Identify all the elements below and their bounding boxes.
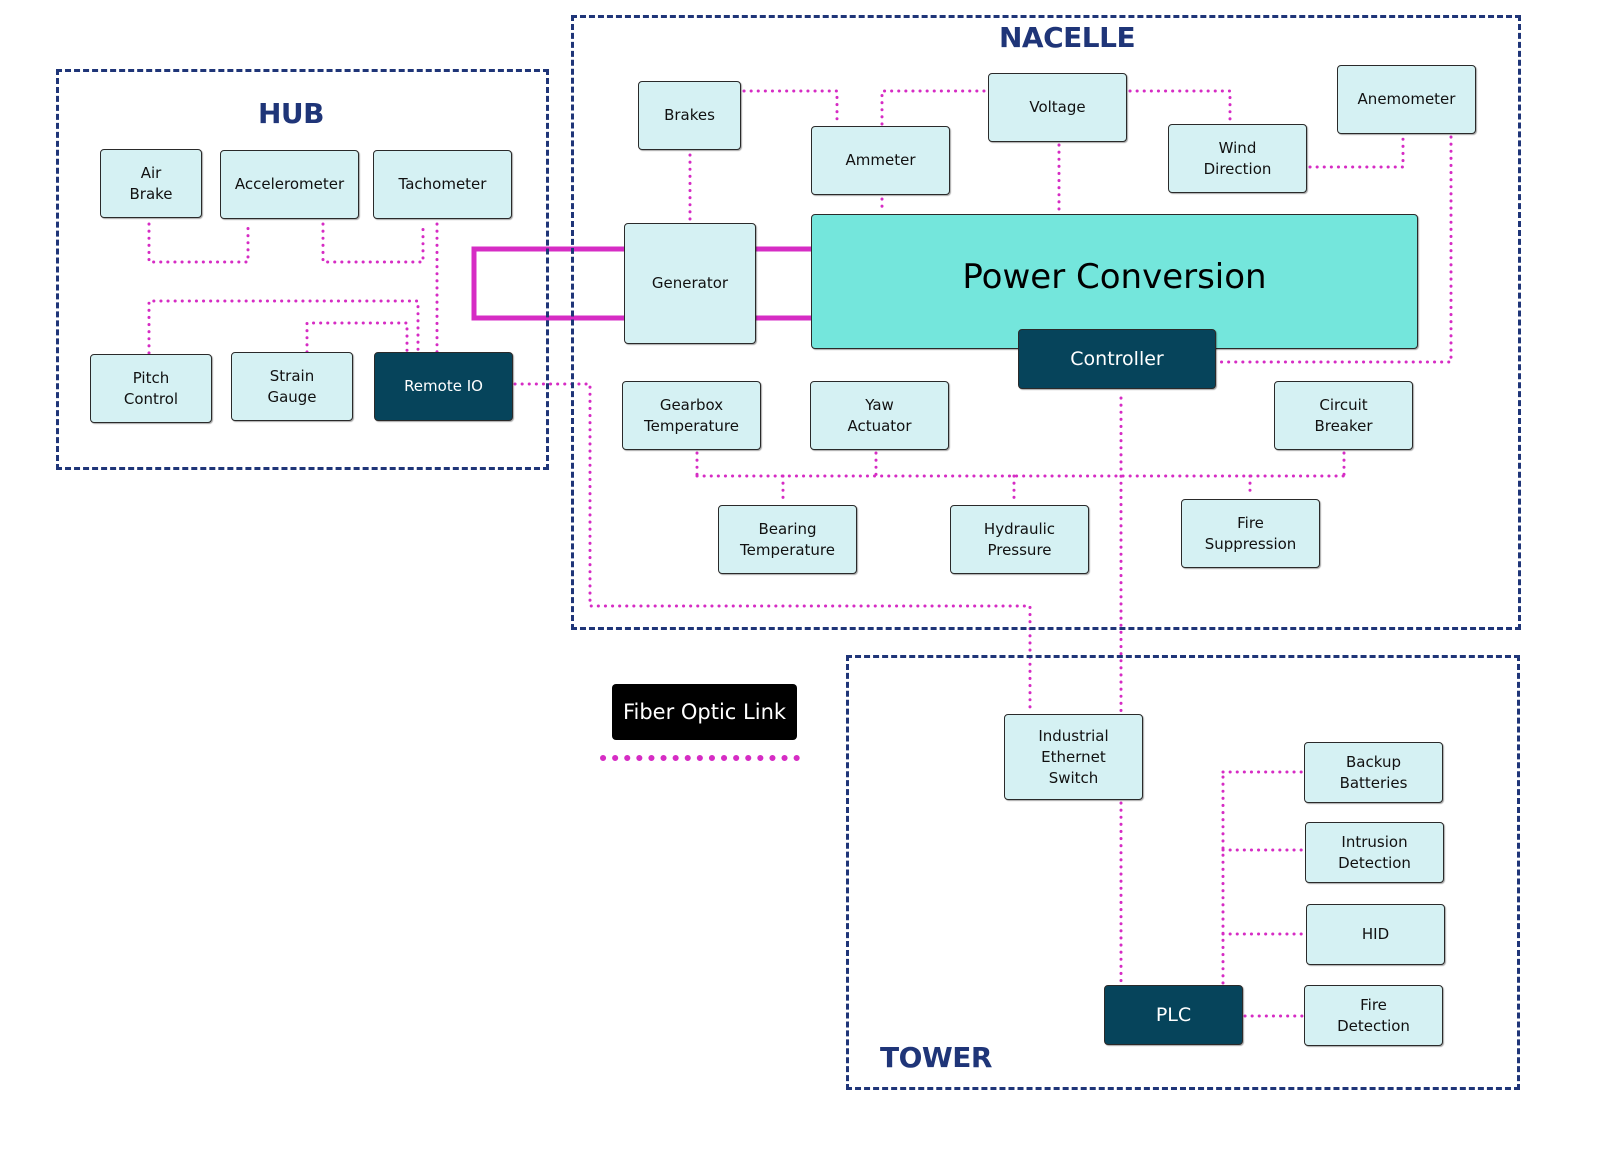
node-voltage[interactable]: Voltage: [988, 73, 1127, 142]
node-fire-suppression[interactable]: Fire Suppression: [1181, 499, 1320, 568]
power-loop: [471, 246, 625, 321]
node-strain-gauge[interactable]: Strain Gauge: [231, 352, 353, 421]
node-power-conversion[interactable]: Power Conversion: [811, 214, 1418, 349]
node-air-brake[interactable]: Air Brake: [100, 149, 202, 218]
node-pitch-control[interactable]: Pitch Control: [90, 354, 212, 423]
node-plc[interactable]: PLC: [1104, 985, 1243, 1045]
link-brakes-ammeter: [742, 89, 839, 126]
node-remote-io[interactable]: Remote IO: [374, 352, 513, 421]
hub-title: HUB: [258, 97, 325, 130]
node-brakes[interactable]: Brakes: [638, 81, 741, 150]
node-hid[interactable]: HID: [1306, 904, 1445, 965]
link-pitch-remoteio: [147, 299, 420, 355]
node-controller[interactable]: Controller: [1018, 329, 1216, 389]
node-backup-batteries[interactable]: Backup Batteries: [1304, 742, 1443, 803]
nacelle-zone: [571, 15, 1521, 630]
hub-zone: [56, 69, 549, 470]
node-accelerometer[interactable]: Accelerometer: [220, 150, 359, 219]
node-industrial-ethernet-switch[interactable]: Industrial Ethernet Switch: [1004, 714, 1143, 800]
link-airbrake-accelerometer: [147, 222, 250, 264]
node-gearbox-temperature[interactable]: Gearbox Temperature: [622, 381, 761, 450]
link-remoteio-switch: [513, 382, 1032, 714]
node-wind-direction[interactable]: Wind Direction: [1168, 124, 1307, 193]
node-bearing-temperature[interactable]: Bearing Temperature: [718, 505, 857, 574]
node-yaw-actuator[interactable]: Yaw Actuator: [810, 381, 949, 450]
node-circuit-breaker[interactable]: Circuit Breaker: [1274, 381, 1413, 450]
node-ammeter[interactable]: Ammeter: [811, 126, 950, 195]
link-winddir-anemometer: [1308, 135, 1405, 169]
node-intrusion-detection[interactable]: Intrusion Detection: [1305, 822, 1444, 883]
link-voltage-winddir: [1128, 89, 1232, 124]
nacelle-title: NACELLE: [999, 21, 1136, 54]
tower-title: TOWER: [880, 1041, 992, 1074]
tower-zone: [846, 655, 1520, 1090]
node-anemometer[interactable]: Anemometer: [1337, 65, 1476, 134]
node-tachometer[interactable]: Tachometer: [373, 150, 512, 219]
node-hydraulic-pressure[interactable]: Hydraulic Pressure: [950, 505, 1089, 574]
node-fire-detection[interactable]: Fire Detection: [1304, 985, 1443, 1046]
legend-fiber-optic-link: Fiber Optic Link: [612, 684, 797, 740]
link-accelerometer-tachometer: [321, 222, 425, 264]
link-strain-remoteio: [305, 321, 409, 354]
node-generator[interactable]: Generator: [624, 223, 756, 344]
